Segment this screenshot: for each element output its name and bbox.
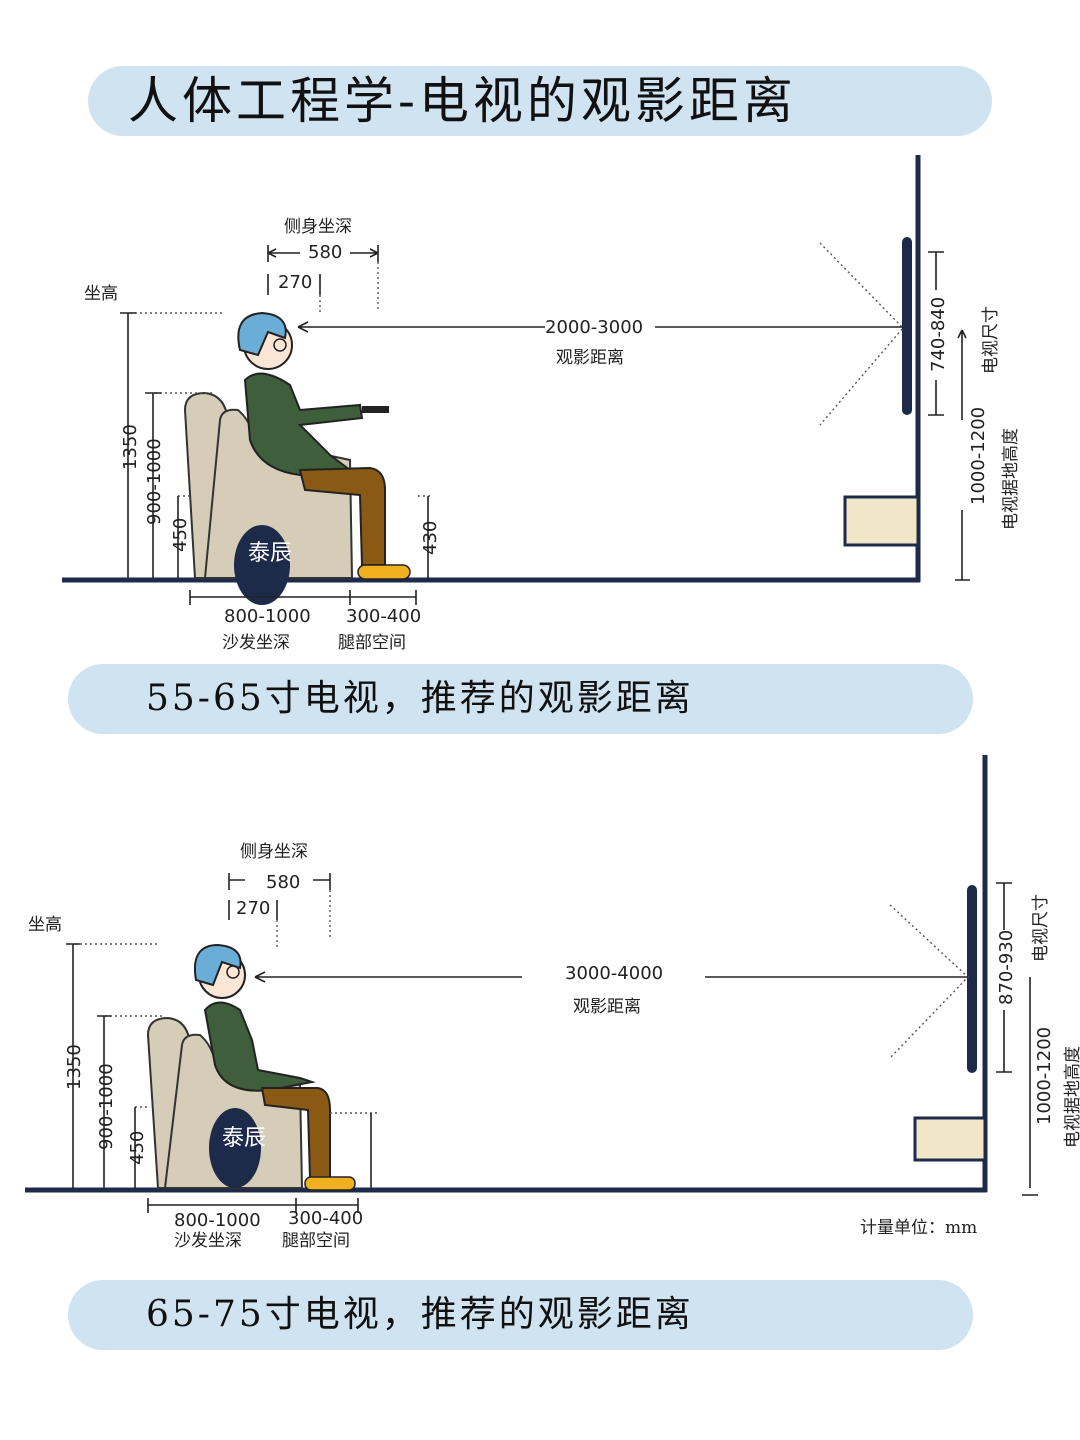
sofa-depth-value: 800-1000 <box>174 1210 261 1231</box>
side-depth-label: 侧身坐深 <box>284 217 352 237</box>
leg-space-value: 300-400 <box>346 606 421 627</box>
seat-value: 450 <box>170 518 191 552</box>
side-depth-label: 侧身坐深 <box>240 842 308 862</box>
seat-value: 450 <box>127 1131 148 1165</box>
tv-height-value: 1000-1200 <box>1034 1027 1055 1125</box>
sofa-depth-label: 沙发坐深 <box>174 1231 242 1251</box>
side-depth-inner: 270 <box>278 272 312 293</box>
distance-value: 3000-4000 <box>565 963 663 984</box>
leg-height-value: 430 <box>420 521 441 555</box>
banner-55-65: 55-65寸电视，推荐的观影距离 <box>68 664 973 734</box>
sofa-depth-value: 800-1000 <box>224 606 311 627</box>
watermark-text: 泰辰 <box>248 541 292 566</box>
tv-height-value: 1000-1200 <box>968 407 989 505</box>
watermark-logo <box>209 1108 261 1188</box>
distance-value: 2000-3000 <box>545 317 643 338</box>
tv-cabinet <box>843 495 920 547</box>
tv-size-label: 电视尺寸 <box>1031 894 1051 962</box>
seat-height-value: 1350 <box>64 1044 85 1090</box>
view-angle <box>819 242 904 426</box>
diagram-55-65: 泰辰 侧身坐深 580 270 坐高 1350 900-1000 450 430… <box>62 155 1021 653</box>
distance-label: 观影距离 <box>556 348 624 368</box>
remote <box>362 406 389 413</box>
leg-space-label: 腿部空间 <box>282 1231 350 1251</box>
banner-65-75: 65-75寸电视，推荐的观影距离 <box>68 1280 973 1350</box>
tv-size-value: 870-930 <box>996 930 1017 1005</box>
leg-space-label: 腿部空间 <box>338 633 406 653</box>
tv-cabinet <box>913 1116 987 1162</box>
diagram-65-75: 泰辰 侧身坐深 580 270 坐高 1350 900-1000 450 300… <box>25 755 1080 1251</box>
tv-size-value: 740-840 <box>928 297 949 372</box>
sofa: 泰辰 <box>146 1016 304 1189</box>
watermark-logo <box>234 525 290 605</box>
backrest-value: 900-1000 <box>144 438 165 525</box>
view-angle <box>889 904 970 1059</box>
unit-label: 计量单位：mm <box>860 1218 977 1238</box>
side-depth-value: 580 <box>308 242 342 263</box>
tv-height-label: 电视据地高度 <box>1001 428 1021 530</box>
tv <box>902 237 912 415</box>
side-depth-value: 580 <box>266 872 300 893</box>
sofa: 泰辰 <box>183 391 354 605</box>
backrest-value: 900-1000 <box>96 1063 117 1150</box>
seat-height-value: 1350 <box>120 424 141 470</box>
seat-height-label: 坐高 <box>28 915 62 935</box>
tv <box>967 885 977 1073</box>
tv-height-label: 电视据地高度 <box>1063 1046 1080 1148</box>
leg-space-value: 300-400 <box>288 1208 363 1229</box>
watermark-text: 泰辰 <box>222 1126 266 1151</box>
person <box>237 311 411 580</box>
seat-height-label: 坐高 <box>84 284 118 304</box>
sofa-depth-label: 沙发坐深 <box>222 633 290 653</box>
page-title: 人体工程学-电视的观影距离 <box>88 66 992 136</box>
person <box>194 943 356 1191</box>
distance-label: 观影距离 <box>573 997 641 1017</box>
tv-size-label: 电视尺寸 <box>981 306 1001 374</box>
side-depth-inner: 270 <box>236 898 270 919</box>
